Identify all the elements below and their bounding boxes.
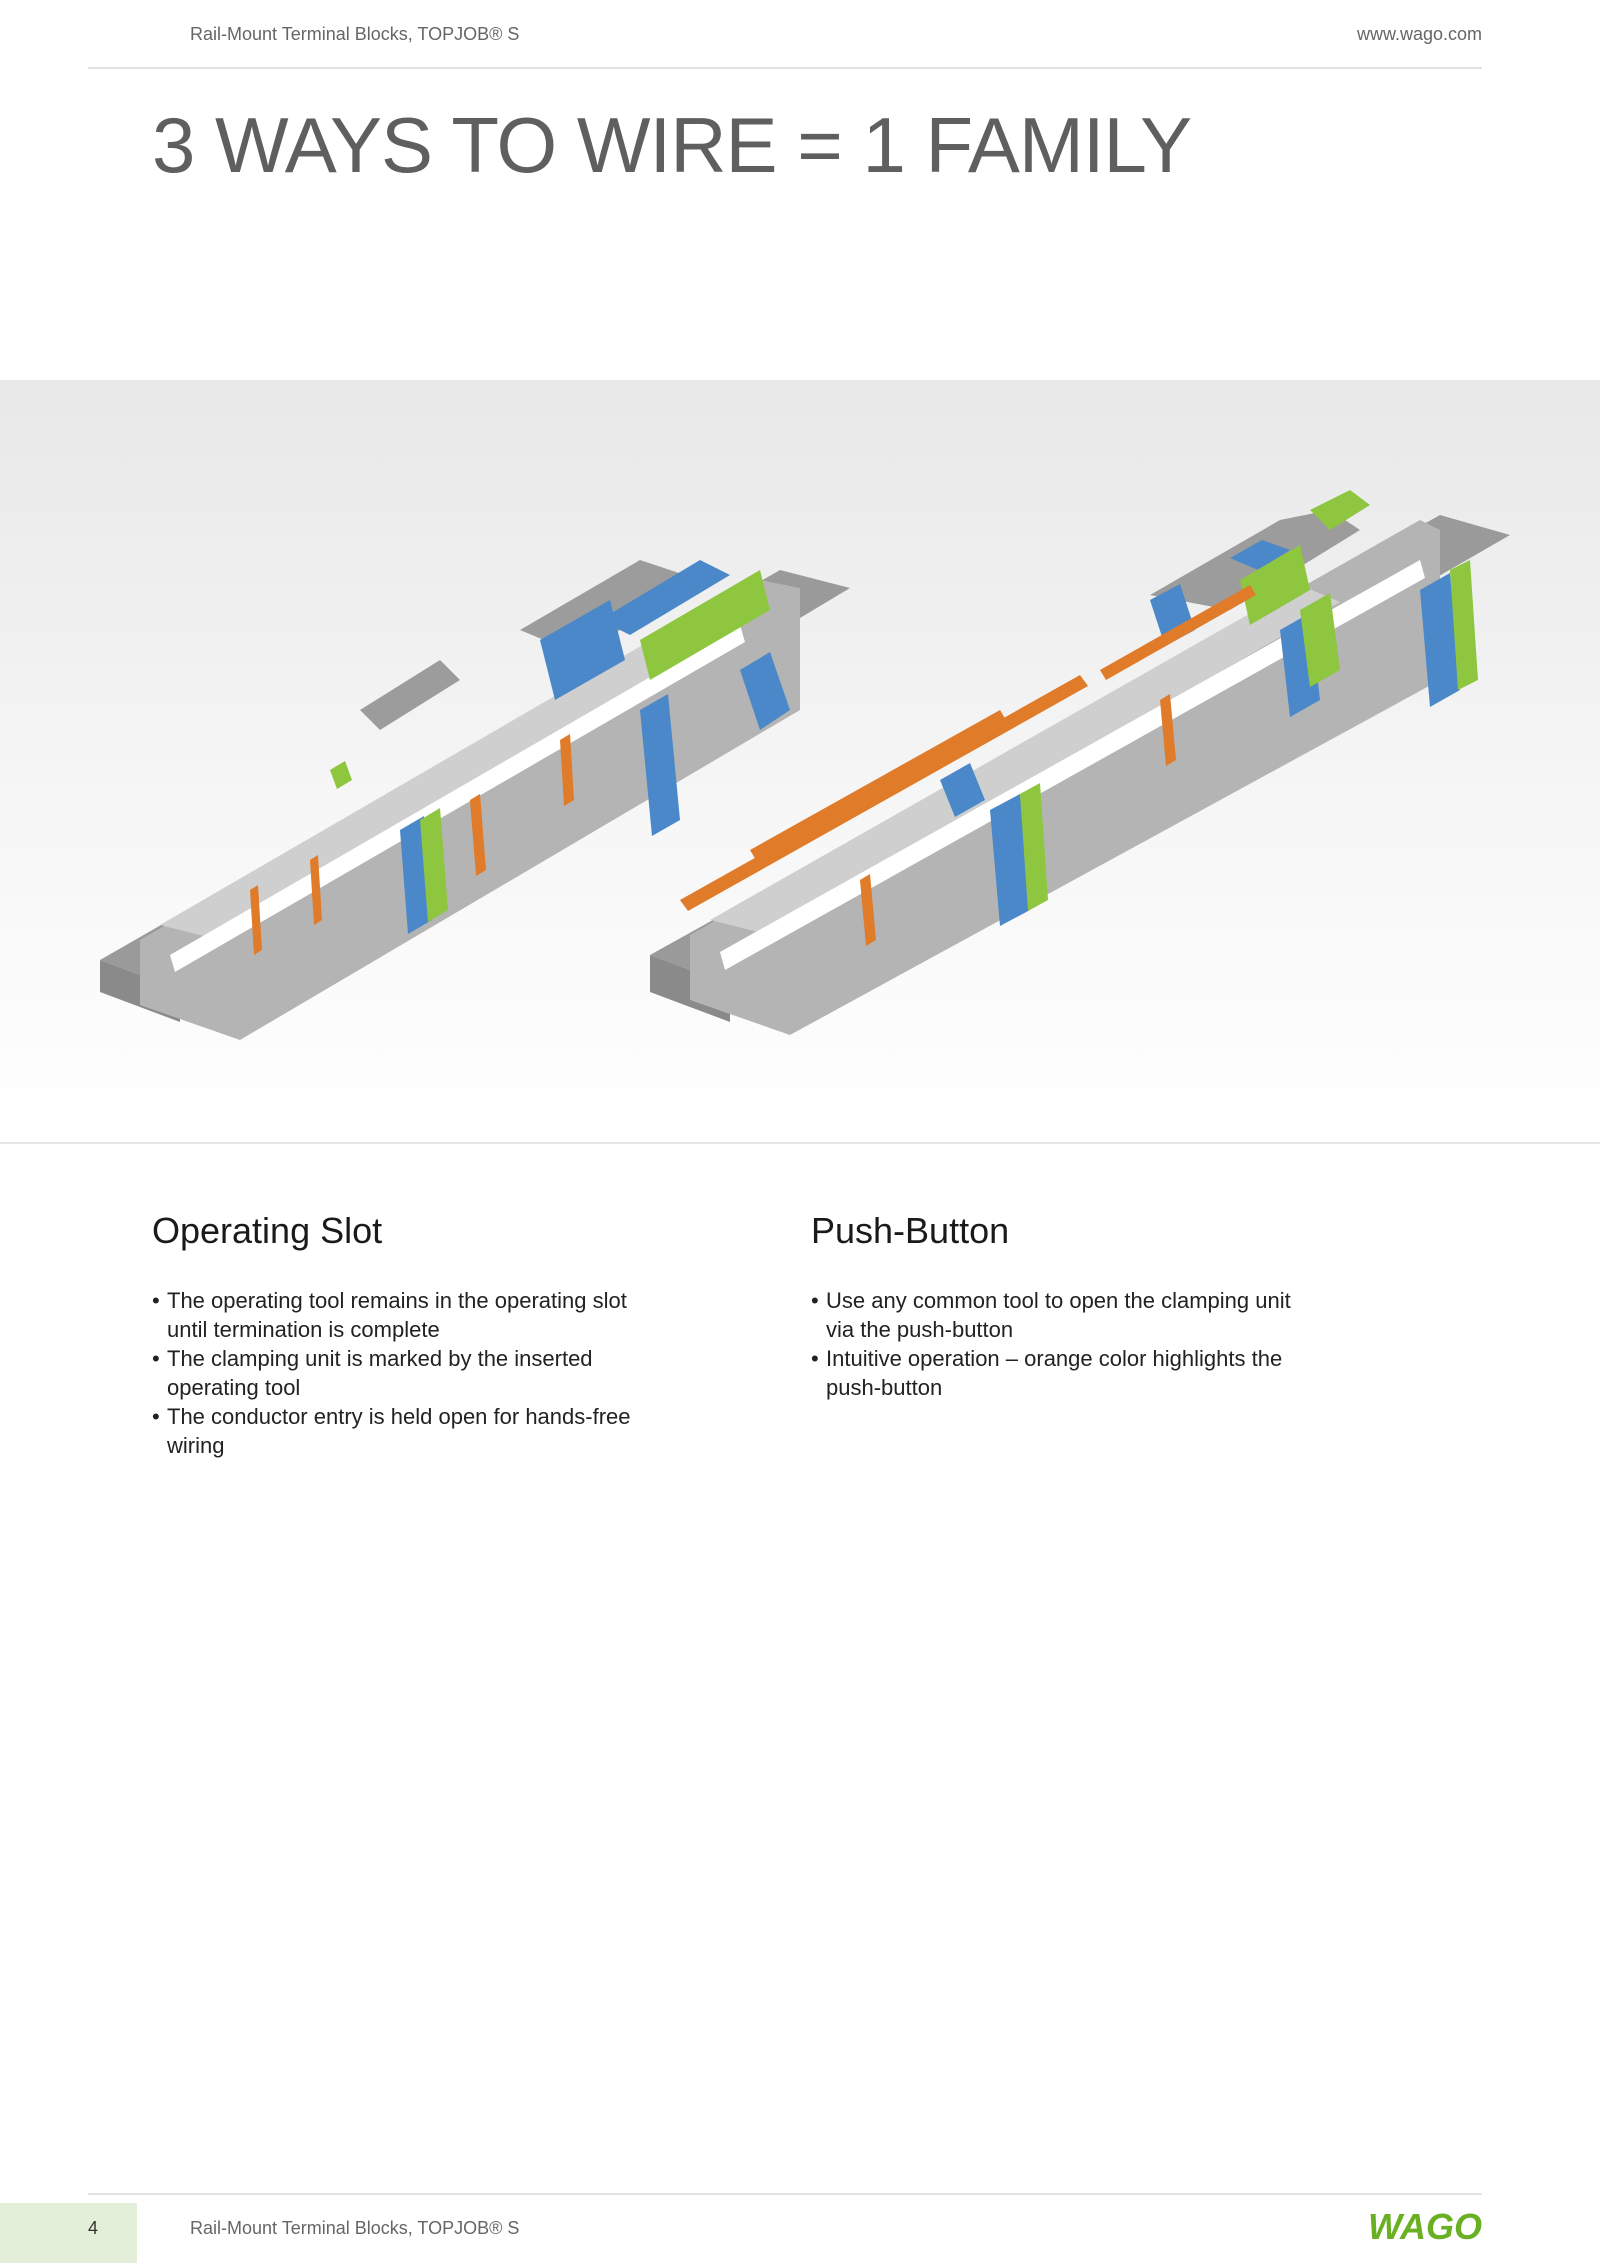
section-heading: Operating Slot: [152, 1210, 383, 1251]
terminal-block-assembly-right: [650, 490, 1510, 1035]
footer-divider: [88, 2193, 1482, 2195]
wago-logo-icon: WAGO: [1368, 2206, 1482, 2247]
header-document-title: Rail-Mount Terminal Blocks, TOPJOB® S: [190, 24, 520, 44]
header-divider: [88, 67, 1482, 69]
section-push-button: Push-Button Use any common tool to open …: [811, 1210, 1291, 1402]
terminal-blocks-illustration: [100, 490, 1510, 1040]
svg-text:WAGO: WAGO: [1368, 2206, 1482, 2246]
page-title: 3 WAYS TO WIRE = 1 FAMILY: [152, 101, 1192, 189]
page-number: 4: [88, 2218, 99, 2238]
header-website-link[interactable]: www.wago.com: [1356, 24, 1482, 44]
section-operating-slot: Operating Slot The operating tool remain…: [152, 1210, 632, 1460]
bullet-item: The clamping unit is marked by the inser…: [152, 1344, 632, 1402]
product-photo: [0, 380, 1600, 1144]
wago-logo: WAGO: [1368, 2206, 1483, 2251]
bullet-item: The operating tool remains in the operat…: [152, 1286, 632, 1344]
bullet-item: Intuitive operation – orange color highl…: [811, 1344, 1291, 1402]
bullet-item: The conductor entry is held open for han…: [152, 1402, 632, 1460]
bullet-item: Use any common tool to open the clamping…: [811, 1286, 1291, 1344]
terminal-block-assembly-left: [100, 560, 850, 1040]
page-number-box: [0, 2203, 137, 2263]
footer-document-title: Rail-Mount Terminal Blocks, TOPJOB® S: [190, 2218, 520, 2238]
bullet-list: The operating tool remains in the operat…: [152, 1286, 632, 1460]
section-heading: Push-Button: [811, 1210, 1010, 1251]
bullet-list: Use any common tool to open the clamping…: [811, 1286, 1291, 1402]
